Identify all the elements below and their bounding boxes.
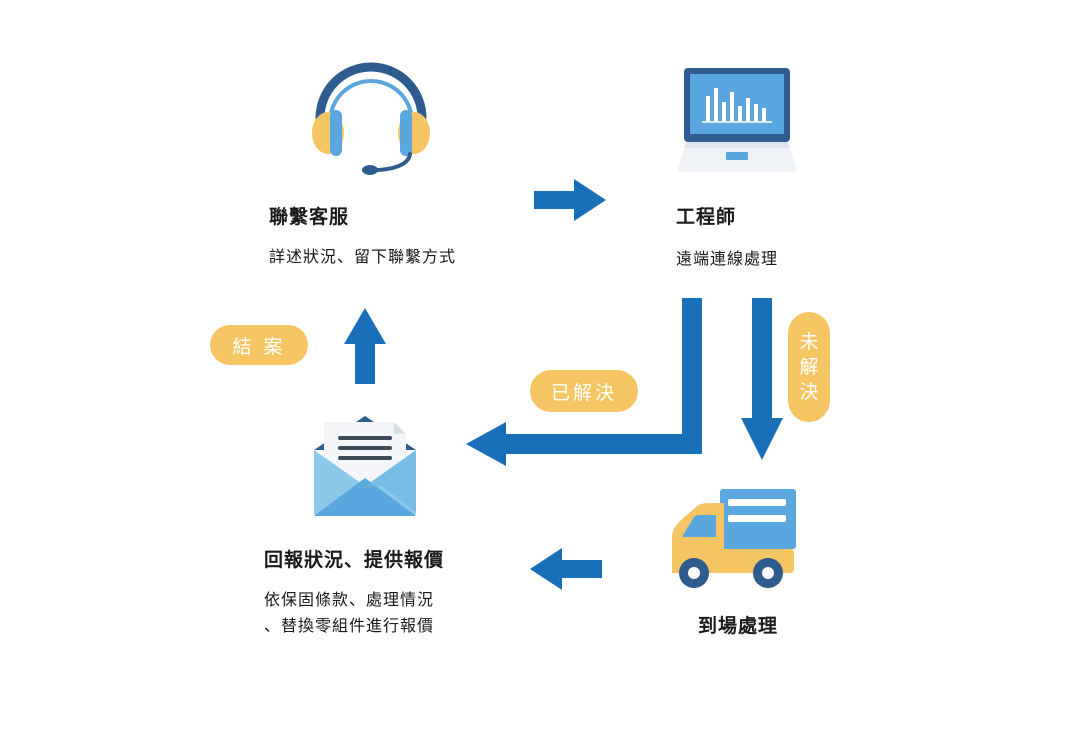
laptop-chart-icon xyxy=(678,68,796,172)
arrow-left-icon xyxy=(530,548,602,590)
desc-line: 詳述狀況、留下聯繫方式 xyxy=(269,247,457,266)
closed-badge: 結 案 xyxy=(210,325,308,365)
engineer-desc: 遠端連線處理 xyxy=(676,246,778,272)
arrow-up-icon xyxy=(344,308,386,384)
arrow-elbow-left-icon xyxy=(466,298,702,466)
resolved-badge: 已解決 xyxy=(530,370,638,412)
report-title: 回報狀況、提供報價 xyxy=(264,549,445,571)
headset-icon xyxy=(312,62,430,175)
onsite-title: 到場處理 xyxy=(698,615,779,637)
customer-service-title: 聯繫客服 xyxy=(269,206,350,228)
desc-line: 遠端連線處理 xyxy=(676,249,779,268)
truck-icon xyxy=(672,489,796,588)
report-desc: 依保固條款、處理情況 、替換零組件進行報價 xyxy=(264,587,434,639)
engineer-title: 工程師 xyxy=(676,206,737,228)
unresolved-label: 未解決 xyxy=(799,330,819,403)
arrow-down-icon xyxy=(741,298,783,460)
desc-line: 、替換零組件進行報價 xyxy=(264,616,435,635)
envelope-letter-icon xyxy=(314,416,416,516)
unresolved-badge: 未解決 xyxy=(788,312,830,422)
desc-line: 依保固條款、處理情況 xyxy=(264,590,435,609)
arrow-right-icon xyxy=(534,179,606,221)
customer-service-desc: 詳述狀況、留下聯繫方式 xyxy=(269,244,456,270)
